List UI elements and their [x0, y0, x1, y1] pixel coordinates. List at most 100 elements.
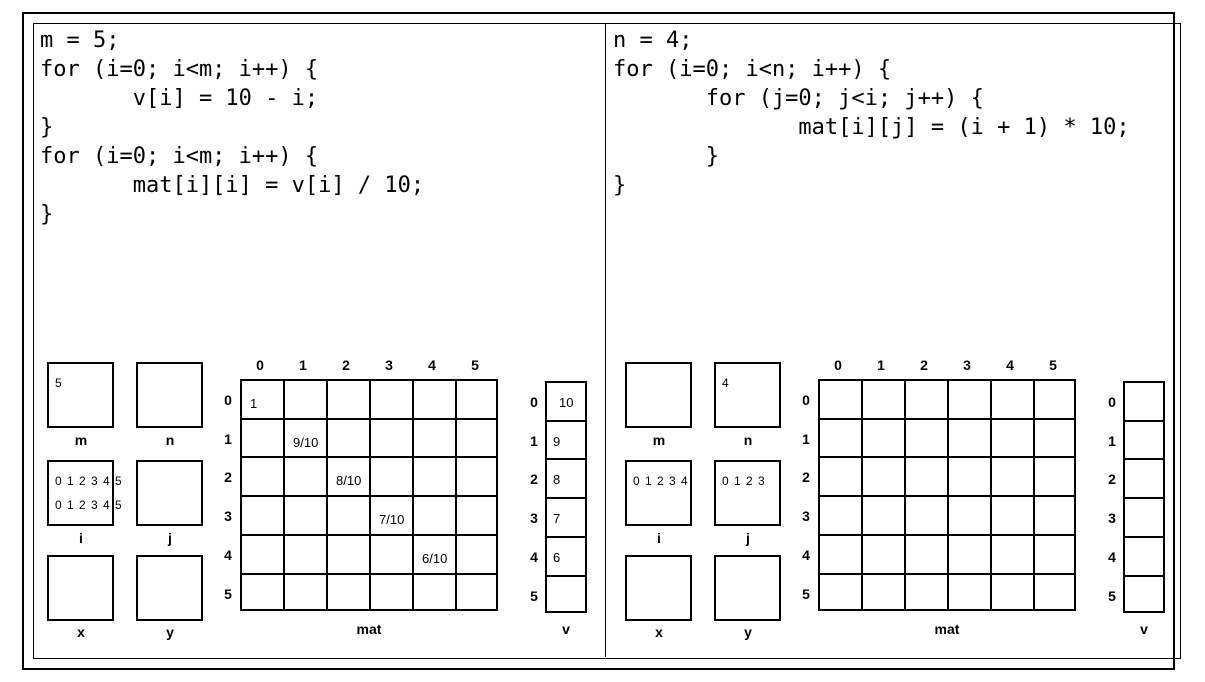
var-box-m [47, 362, 114, 428]
var-box-m [625, 362, 692, 428]
var-box-i [625, 460, 692, 526]
mat-gridline [820, 456, 1074, 459]
code-line: } [40, 202, 54, 227]
var-label-m: m [652, 432, 666, 448]
code-block: m = 5; for (i=0; i<m; i++) { v[i] = 10 - … [40, 26, 424, 229]
mat-col-index: 1 [877, 357, 885, 373]
v-gridline [1125, 419, 1163, 422]
mat-gridline [242, 456, 496, 459]
var-label-i: i [657, 530, 661, 546]
code-line: for (i=0; i<m; i++) { [40, 144, 319, 169]
var-label-m: m [74, 432, 88, 448]
var-box-n [714, 362, 781, 428]
v-gridline [1125, 535, 1163, 538]
mat-gridline [242, 495, 496, 498]
mat-grid [240, 379, 498, 612]
v-index: 5 [1108, 587, 1116, 604]
mat-row-index: 4 [802, 546, 810, 563]
v-index: 4 [1108, 548, 1116, 565]
mat-col-index: 3 [963, 357, 971, 373]
v-index: 3 [1108, 510, 1116, 527]
v-gridline [547, 574, 585, 577]
mat-grid [818, 379, 1076, 612]
code-line: for (j=0; j<i; j++) { [613, 86, 984, 111]
v-index: 0 [530, 394, 538, 410]
v-grid [545, 381, 587, 614]
mat-row-index: 5 [224, 585, 232, 602]
v-gridline [547, 419, 585, 422]
var-label-j: j [746, 530, 750, 546]
mat-row-index: 2 [802, 469, 810, 486]
code-line: v[i] = 10 - i; [40, 86, 319, 111]
var-value-j: 0 1 2 3 [722, 474, 766, 488]
mat-cell: 6/10 [422, 550, 448, 566]
v-index: 1 [1108, 432, 1116, 449]
mat-label: mat [934, 621, 960, 637]
mat-col-index: 1 [299, 357, 307, 373]
var-value-n: 4 [722, 376, 730, 390]
mat-row-index: 0 [224, 392, 232, 408]
mat-col-index: 5 [1049, 357, 1057, 373]
v-gridline [547, 535, 585, 538]
var-box-y [714, 555, 781, 621]
var-label-y: y [744, 624, 752, 640]
var-label-n: n [743, 432, 753, 448]
v-grid [1123, 381, 1165, 614]
var-box-n [136, 362, 203, 428]
mat-row-index: 1 [224, 430, 232, 447]
v-index: 5 [530, 587, 538, 604]
mat-cell: 7/10 [379, 512, 405, 528]
mat-row-index: 3 [802, 508, 810, 525]
mat-col-index: 0 [256, 357, 264, 373]
code-line: } [613, 144, 719, 169]
panel-divider [605, 23, 606, 657]
var-label-i: i [79, 530, 83, 546]
var-value-m: 5 [55, 376, 63, 390]
v-index: 0 [1108, 394, 1116, 410]
v-cell: 7 [553, 511, 561, 527]
v-gridline [1125, 574, 1163, 577]
code-line: m = 5; [40, 28, 120, 53]
mat-gridline [820, 533, 1074, 536]
var-value-i: 0 1 2 3 4 [633, 474, 689, 488]
mat-col-index: 2 [920, 357, 928, 373]
code-line: } [613, 173, 627, 198]
v-gridline [547, 497, 585, 500]
v-cell: 8 [553, 472, 561, 488]
mat-row-index: 3 [224, 508, 232, 525]
mat-row-index: 0 [802, 392, 810, 408]
mat-row-index: 1 [802, 430, 810, 447]
var-label-y: y [166, 624, 174, 640]
var-box-x [47, 555, 114, 621]
var-label-x: x [655, 624, 663, 640]
inner-frame [33, 23, 1181, 659]
var-box-y [136, 555, 203, 621]
mat-cell: 8/10 [336, 473, 362, 489]
mat-col-index: 2 [342, 357, 350, 373]
mat-col-index: 5 [471, 357, 479, 373]
var-box-j [136, 460, 203, 526]
mat-gridline [242, 572, 496, 575]
outer-frame [22, 12, 1175, 670]
mat-cell: 1 [250, 396, 258, 411]
var-label-n: n [165, 432, 175, 448]
mat-row-index: 4 [224, 546, 232, 563]
var-box-x [625, 555, 692, 621]
code-line: for (i=0; i<n; i++) { [613, 57, 892, 82]
mat-row-index: 5 [802, 585, 810, 602]
mat-col-index: 4 [428, 357, 436, 373]
v-index: 4 [530, 548, 538, 565]
var-value-i: 0 1 2 3 4 5 0 1 2 3 4 5 [55, 474, 123, 512]
v-cell: 10 [559, 395, 574, 410]
v-index: 3 [530, 510, 538, 527]
code-line: } [40, 115, 54, 140]
v-index: 2 [530, 471, 538, 488]
v-label: v [562, 621, 570, 637]
mat-gridline [242, 533, 496, 536]
code-line: n = 4; [613, 28, 693, 53]
mat-col-index: 0 [834, 357, 842, 373]
v-gridline [1125, 497, 1163, 500]
v-label: v [1140, 621, 1148, 637]
v-index: 2 [1108, 471, 1116, 488]
code-block: n = 4; for (i=0; i<n; i++) { for (j=0; j<… [613, 26, 1130, 200]
